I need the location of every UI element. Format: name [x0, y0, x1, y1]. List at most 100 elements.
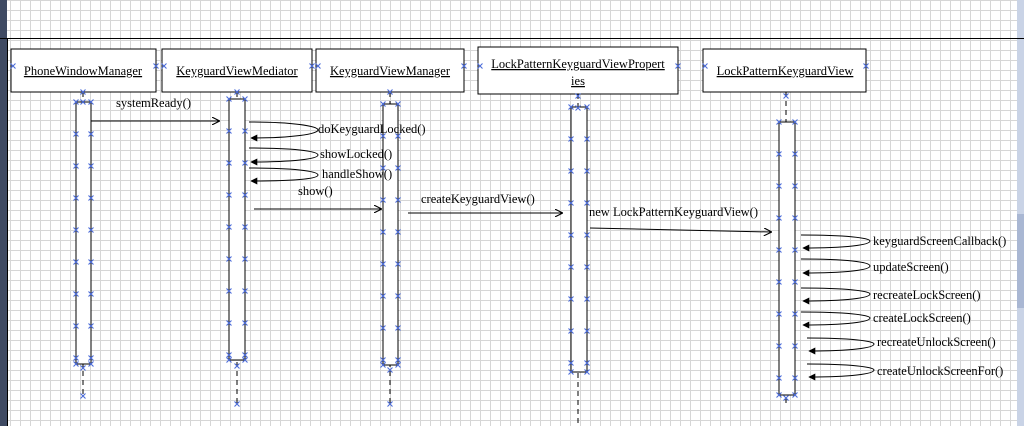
selection-handle-mark	[242, 256, 248, 262]
self-call-show-locked	[248, 147, 319, 166]
message-label-system-ready: systemReady()	[116, 96, 191, 110]
selection-handle-mark	[584, 296, 590, 302]
selection-handle-mark	[380, 357, 386, 363]
selection-handle-mark	[73, 323, 79, 329]
selection-handle-mark	[387, 89, 393, 95]
selection-handle-mark	[395, 357, 401, 363]
selection-handle-mark	[792, 247, 798, 253]
selection-handle-mark	[387, 367, 393, 373]
diagram-frame-left	[7, 38, 8, 426]
selection-handle-mark	[242, 352, 248, 358]
selection-handle-mark	[226, 352, 232, 358]
selection-handle-mark	[387, 401, 393, 407]
selection-handle-mark	[380, 229, 386, 235]
selection-handle-mark	[88, 361, 94, 367]
message-label-new-lock-pattern-keyguard-view: new LockPatternKeyguardView()	[589, 205, 758, 219]
selection-handle-mark	[776, 183, 782, 189]
selection-handle-mark	[88, 259, 94, 265]
self-call-recreate-lock-screen	[800, 287, 871, 305]
left-window-edge	[0, 0, 7, 426]
selection-handle-mark	[380, 101, 386, 107]
message-label-recreate-unlock-screen: recreateUnlockScreen()	[877, 335, 996, 349]
selection-handle-mark	[10, 63, 16, 69]
activation-bar-keyguard-view-mediator	[228, 98, 246, 361]
scrollbar-thumb[interactable]	[1017, 214, 1024, 308]
self-call-do-keyguard-locked	[248, 121, 319, 142]
selection-handle-mark	[702, 63, 708, 69]
selection-handle-mark	[568, 360, 574, 366]
selection-handle-mark	[584, 232, 590, 238]
lifeline-header-keyguard-view-manager[interactable]: KeyguardViewManager	[315, 48, 465, 93]
selection-handle-mark	[73, 355, 79, 361]
activation-bar-phone-window-manager	[75, 101, 92, 365]
selection-handle-mark	[395, 261, 401, 267]
selection-handle-mark	[461, 63, 467, 69]
lifeline-header-keyguard-view-mediator[interactable]: KeyguardViewMediator	[161, 48, 313, 93]
selection-handle-mark	[73, 227, 79, 233]
scrollbar[interactable]	[1017, 0, 1024, 426]
selection-handle-mark	[568, 168, 574, 174]
lifeline-header-lock-pattern-keyguard-view[interactable]: LockPatternKeyguardView	[702, 48, 867, 93]
selection-handle-mark	[80, 99, 86, 105]
selection-handle-mark	[792, 375, 798, 381]
message-label-create-keyguard-view: createKeyguardView()	[421, 192, 535, 206]
selection-handle-mark	[73, 291, 79, 297]
selection-handle-mark	[395, 165, 401, 171]
selection-handle-mark	[88, 163, 94, 169]
selection-handle-mark	[234, 363, 240, 369]
selection-handle-mark	[568, 369, 574, 375]
selection-handle-mark	[584, 328, 590, 334]
selection-handle-mark	[776, 119, 782, 125]
self-call-update-screen	[800, 258, 871, 277]
selection-handle-mark	[73, 163, 79, 169]
selection-handle-mark	[792, 311, 798, 317]
selection-handle-mark	[863, 63, 869, 69]
selection-handle-mark	[80, 365, 86, 371]
selection-handle-mark	[80, 393, 86, 399]
selection-handle-mark	[380, 261, 386, 267]
selection-handle-mark	[242, 357, 248, 363]
selection-handle-mark	[234, 89, 240, 95]
selection-handle-mark	[776, 392, 782, 398]
selection-handle-mark	[395, 362, 401, 368]
selection-handle-mark	[575, 105, 581, 111]
lifeline-label: LockPatternKeyguardView	[717, 64, 854, 78]
lifeline-header-lock-pattern-keyguard-view-properties[interactable]: LockPatternKeyguardViewPropert ies	[477, 46, 679, 95]
selection-handle-mark	[153, 63, 159, 69]
selection-handles	[10, 63, 869, 407]
selection-handle-mark	[568, 136, 574, 142]
selection-handle-mark	[73, 361, 79, 367]
lifeline-header-phone-window-manager[interactable]: PhoneWindowManager	[10, 48, 157, 93]
selection-handle-mark	[776, 151, 782, 157]
selection-handle-mark	[380, 362, 386, 368]
lifeline-label-line-2: ies	[571, 74, 585, 88]
selection-handle-mark	[88, 227, 94, 233]
selection-handle-mark	[568, 264, 574, 270]
selection-handle-mark	[783, 395, 789, 401]
selection-handle-mark	[776, 215, 782, 221]
selection-handle-mark	[226, 288, 232, 294]
activation-bar-lock-pattern-keyguard-view	[778, 121, 796, 396]
selection-handle-mark	[776, 375, 782, 381]
selection-handle-mark	[584, 200, 590, 206]
message-label-create-unlock-screen-for: createUnlockScreenFor()	[877, 364, 1003, 378]
selection-handle-mark	[88, 291, 94, 297]
selection-handle-mark	[584, 264, 590, 270]
selection-handle-mark	[380, 325, 386, 331]
selection-handle-mark	[242, 160, 248, 166]
selection-handle-mark	[568, 232, 574, 238]
selection-handle-mark	[226, 96, 232, 102]
selection-handle-mark	[792, 151, 798, 157]
selection-handle-mark	[792, 183, 798, 189]
lifeline-label: KeyguardViewMediator	[176, 64, 298, 78]
selection-handle-mark	[477, 63, 483, 69]
selection-handle-mark	[234, 401, 240, 407]
self-call-recreate-unlock-screen	[806, 337, 875, 355]
selection-handle-mark	[568, 328, 574, 334]
selection-handle-mark	[395, 133, 401, 139]
message-label-do-keyguard-locked: doKeyguardLocked()	[318, 122, 426, 136]
selection-handle-mark	[226, 256, 232, 262]
message-label-show-locked: showLocked()	[320, 147, 392, 161]
selection-handle-mark	[568, 200, 574, 206]
selection-handle-mark	[380, 133, 386, 139]
